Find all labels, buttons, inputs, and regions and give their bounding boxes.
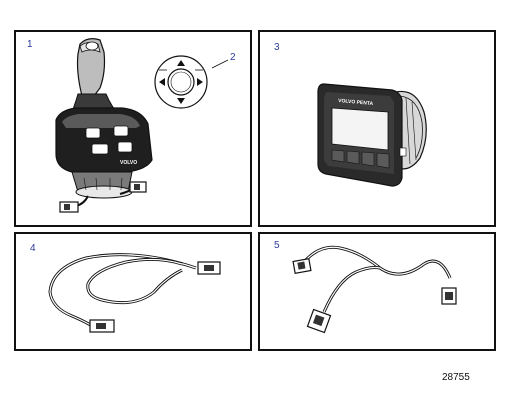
callout-3: 3	[274, 42, 280, 53]
display-illustration: VOLVO PENTA	[317, 83, 427, 187]
y-cable-illustration	[292, 245, 457, 334]
callout-4: 4	[30, 243, 36, 254]
figure-number: 28755	[442, 372, 470, 383]
callout-5: 5	[274, 240, 280, 251]
panel-cable-harness-split: 5	[258, 232, 496, 351]
joystick-illustration: VOLVO	[55, 38, 229, 213]
panel-display: 3 VOLVO PENTA	[258, 30, 496, 227]
display-brand-label: VOLVO PENTA	[338, 98, 374, 107]
panel-joystick: 1 2 VOLVO	[14, 30, 252, 227]
cable-illustration	[48, 253, 221, 333]
callout-2: 2	[230, 52, 236, 63]
joystick-brand-label: VOLVO	[120, 160, 137, 166]
panel-cable-harness-single: 4	[14, 232, 252, 351]
callout-1: 1	[27, 39, 33, 50]
